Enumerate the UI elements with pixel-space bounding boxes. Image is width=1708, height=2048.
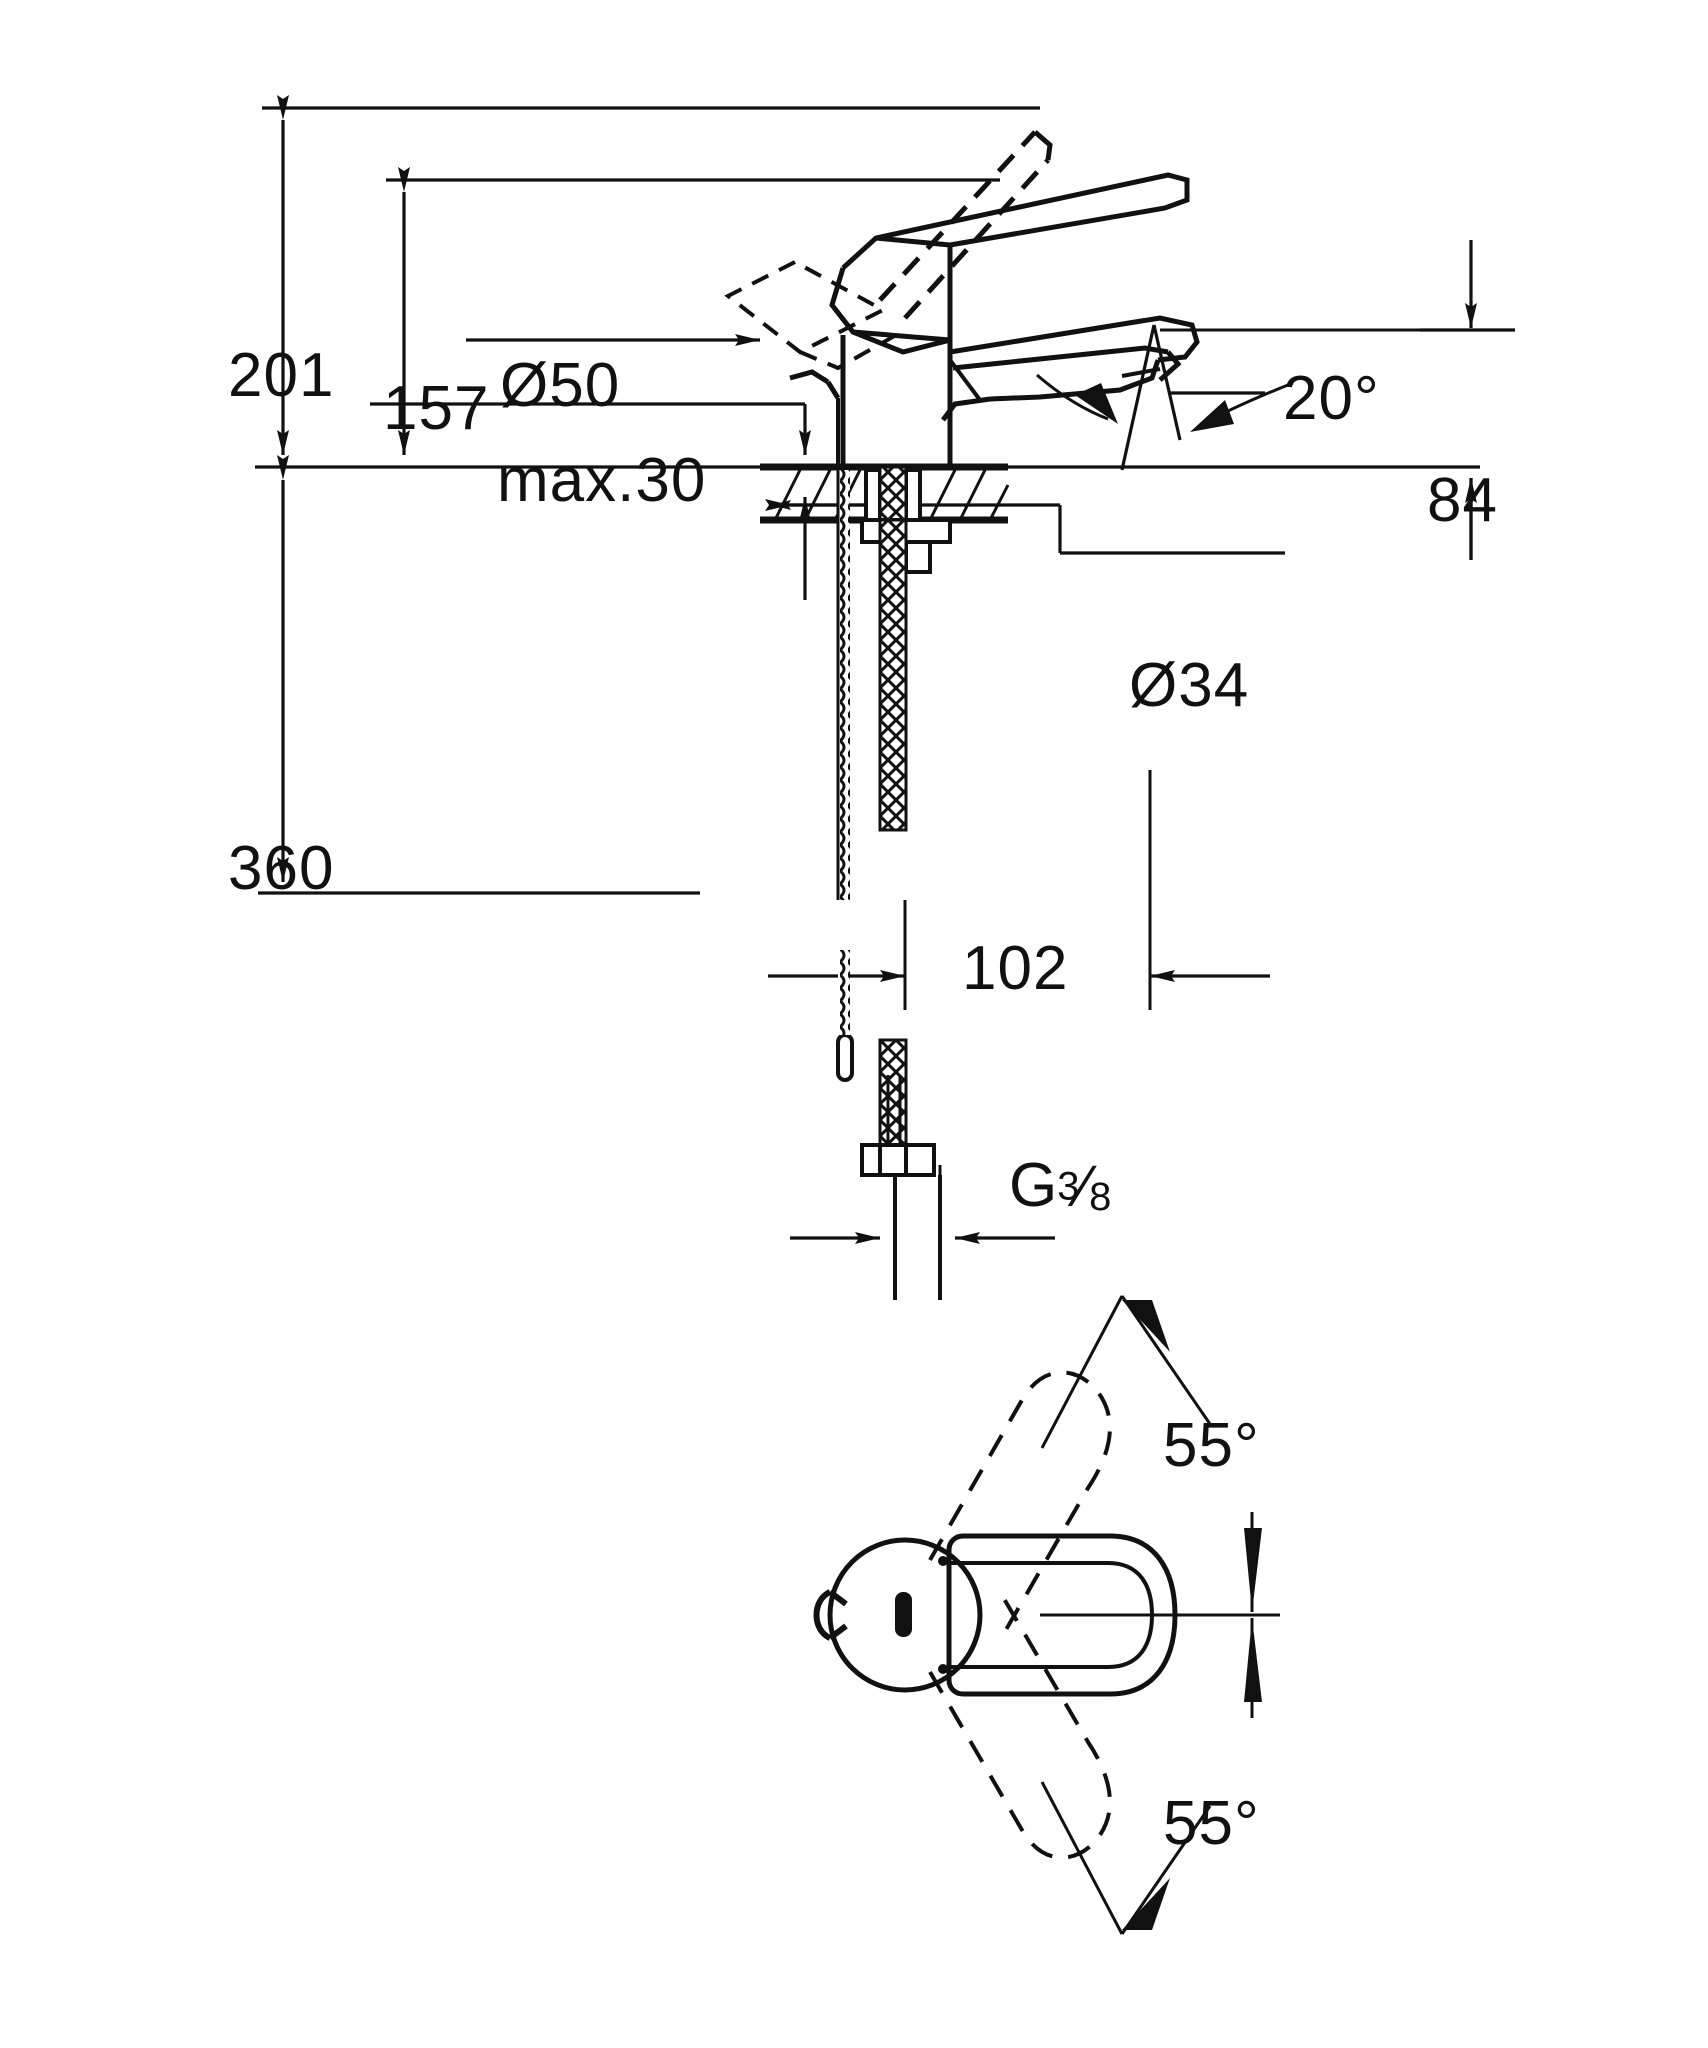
plan-popup-knob xyxy=(813,1589,848,1641)
dimension-55-lower-lines xyxy=(1040,1781,1212,1935)
flexible-hose-braid xyxy=(878,518,908,832)
popup-rod-ball xyxy=(836,1033,854,1082)
leader-max-30 xyxy=(370,402,811,600)
plan-lever-dashed-lower xyxy=(928,1590,1112,1860)
dimension-201-label: 201 xyxy=(228,341,335,410)
dimension-20-deg-arc-arrow-right xyxy=(1190,381,1294,432)
faucet-spout-neck xyxy=(948,358,982,402)
dimension-157-label: 157 xyxy=(383,374,490,443)
popup-rod-coil-lower xyxy=(838,950,850,1035)
faucet-spout xyxy=(941,315,1200,422)
hose-connector-nut xyxy=(860,1143,936,1177)
dimension-360-label: 360 xyxy=(228,834,335,903)
dimension-55-lower-arrowhead xyxy=(1122,1878,1170,1930)
spout-outlet xyxy=(1121,367,1161,378)
thread-prefix: G xyxy=(1009,1151,1058,1220)
plan-lever-inner xyxy=(949,1561,1155,1669)
dimension-20-deg-label: 20° xyxy=(1283,364,1380,433)
dimension-55-lower-inner-arrowhead xyxy=(1244,1618,1262,1702)
plan-lever-solid xyxy=(946,1533,1178,1697)
dimension-102-line xyxy=(768,770,1270,1010)
dimension-max-30-label: max.30 xyxy=(497,446,707,515)
dimension-20-deg-arc-arrow-left xyxy=(1036,373,1118,424)
thread-numerator: 3 xyxy=(1057,1164,1080,1209)
lever-raised-outline xyxy=(878,130,1050,320)
hose-lower-braid xyxy=(878,1038,908,1147)
plan-lever-dashed-upper xyxy=(928,1370,1112,1642)
cartridge-dashed-outline xyxy=(724,259,906,371)
dimension-55-upper-arrowhead xyxy=(1122,1300,1170,1352)
plan-base-circle xyxy=(827,1537,983,1693)
lever-raised-tip xyxy=(1033,130,1053,161)
plan-base-dots xyxy=(938,1556,948,1674)
dimension-55-deg-upper-label: 55° xyxy=(1163,1411,1260,1480)
dimension-dia-50-label: Ø50 xyxy=(500,351,621,420)
lever-handle xyxy=(829,172,1190,355)
plan-base-slot xyxy=(895,1592,912,1637)
dimension-55-deg-lower-label: 55° xyxy=(1163,1789,1260,1858)
dimension-55-upper-inner-arrowhead xyxy=(1244,1528,1262,1612)
popup-rod-lever xyxy=(789,369,841,400)
dimension-dia-34-label: Ø34 xyxy=(1129,651,1250,720)
thread-denominator: 8 xyxy=(1089,1175,1112,1220)
dimension-g-three-eighths-label: G3⁄8 xyxy=(1009,1154,1112,1220)
threaded-rod-upper xyxy=(878,465,908,522)
popup-rod-coil xyxy=(838,470,850,900)
hose-tail xyxy=(893,1175,942,1300)
dimension-84-label: 84 xyxy=(1427,466,1498,535)
dimension-102-label: 102 xyxy=(962,934,1069,1003)
hose-internal-detail xyxy=(886,1075,902,1145)
dimension-55-upper-lines xyxy=(1040,1295,1212,1449)
lever-pivot-block xyxy=(852,329,951,343)
thread-slash: ⁄ xyxy=(1079,1154,1090,1219)
